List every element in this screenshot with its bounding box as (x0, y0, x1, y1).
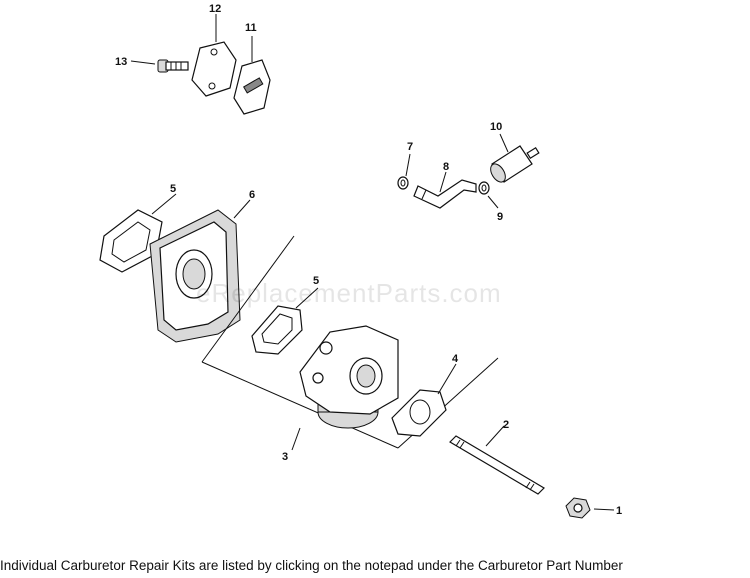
part-13-bolt[interactable] (157, 59, 189, 73)
callout-9[interactable]: 9 (497, 211, 503, 223)
leader-10 (499, 133, 509, 153)
caption-text: Individual Carburetor Repair Kits are li… (0, 558, 623, 573)
leader-9 (487, 195, 499, 209)
part-11-gasket[interactable] (233, 59, 271, 115)
part-12-plate[interactable] (191, 41, 237, 97)
callout-1[interactable]: 1 (616, 505, 622, 517)
leader-5b (295, 287, 319, 309)
part-4-gasket[interactable] (391, 389, 447, 437)
callout-13[interactable]: 13 (115, 56, 127, 68)
leader-8 (439, 171, 447, 193)
leader-4 (437, 363, 457, 395)
parts-diagram: 13 12 11 10 7 8 9 (99, 3, 622, 519)
callout-5a[interactable]: 5 (170, 183, 176, 195)
callout-8[interactable]: 8 (443, 161, 449, 173)
part-10-fuel-filter[interactable] (488, 145, 540, 185)
part-6-spacer[interactable] (149, 209, 241, 343)
leader-6 (233, 199, 251, 219)
callout-11[interactable]: 11 (245, 22, 257, 34)
part-2-stud[interactable] (449, 435, 545, 495)
leader-7 (405, 153, 411, 177)
part-7-clamp[interactable] (397, 176, 409, 190)
leader-3 (291, 427, 301, 451)
part-carburetor[interactable] (299, 325, 399, 429)
callout-12[interactable]: 12 (209, 3, 221, 15)
leader-2 (485, 425, 505, 447)
callout-6[interactable]: 6 (249, 189, 255, 201)
part-5-gasket-lower[interactable] (251, 305, 303, 355)
callout-7[interactable]: 7 (407, 141, 413, 153)
part-9-clamp[interactable] (478, 181, 490, 195)
callout-4[interactable]: 4 (452, 353, 459, 365)
part-1-nut[interactable] (565, 497, 591, 519)
leader-5a (151, 193, 177, 215)
callout-2[interactable]: 2 (503, 419, 509, 431)
leader-1 (593, 508, 615, 511)
leader-13 (130, 60, 156, 65)
callout-10[interactable]: 10 (490, 121, 502, 133)
callout-5b[interactable]: 5 (313, 275, 319, 287)
part-8-fuel-line[interactable] (413, 179, 477, 209)
callout-3[interactable]: 3 (282, 451, 288, 463)
